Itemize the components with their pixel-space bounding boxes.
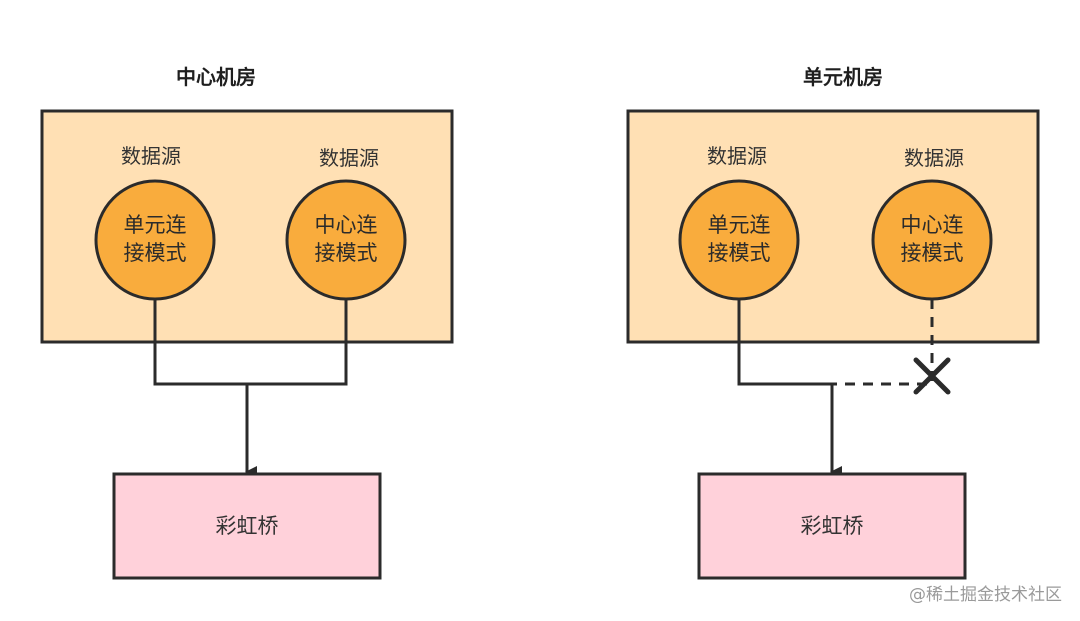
right-center-mode-circle (871, 179, 993, 301)
disconnected-x-icon (913, 357, 951, 395)
left-connector (153, 299, 348, 386)
left-bridge-box (112, 472, 382, 580)
right-center-mode-line2: 接模式 (901, 241, 964, 265)
right-center-mode-line1: 中心连 (901, 213, 964, 237)
left-unit-mode-line2: 接模式 (124, 241, 187, 265)
right-diagram: 单元机房 数据源 数据源 单元连 接模式 中心连 接模式 彩虹桥 (626, 65, 1040, 580)
right-unit-mode-line2: 接模式 (708, 241, 771, 265)
right-broken-connector (832, 299, 934, 386)
left-source1-label: 数据源 (121, 144, 181, 168)
right-source1-label: 数据源 (707, 144, 767, 168)
left-center-mode-line1: 中心连 (315, 213, 378, 237)
left-unit-mode-line1: 单元连 (124, 213, 187, 237)
left-center-mode-line2: 接模式 (315, 241, 378, 265)
left-room-title: 中心机房 (176, 65, 256, 89)
right-unit-mode-circle (678, 179, 800, 301)
left-diagram: 中心机房 数据源 数据源 单元连 接模式 中心连 接模式 彩虹桥 (40, 65, 454, 580)
right-active-connector (737, 299, 832, 386)
right-bridge-box (697, 472, 967, 580)
left-center-mode-circle (285, 179, 407, 301)
left-bridge-label: 彩虹桥 (216, 514, 279, 538)
right-source2-label: 数据源 (904, 146, 964, 170)
left-source2-label: 数据源 (319, 146, 379, 170)
right-unit-mode-line1: 单元连 (708, 213, 771, 237)
right-room-title: 单元机房 (803, 65, 883, 89)
watermark: @稀土掘金技术社区 (909, 585, 1062, 605)
left-unit-mode-circle (94, 179, 216, 301)
right-bridge-label: 彩虹桥 (801, 514, 864, 538)
